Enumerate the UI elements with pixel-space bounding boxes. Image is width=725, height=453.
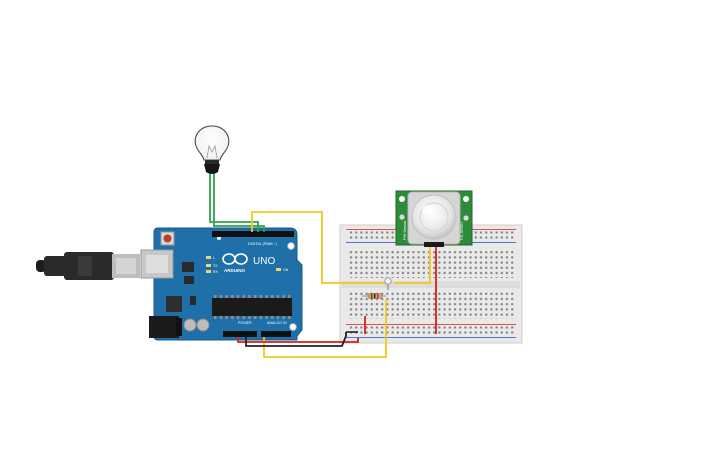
wire-yellow-pir-out[interactable] (394, 246, 431, 284)
reset-button[interactable] (160, 231, 175, 246)
pir-left-label: PIR Sensor (403, 220, 407, 240)
atmega-chip (212, 295, 292, 319)
wires (209, 170, 437, 358)
wire-yellow-led[interactable] (251, 211, 386, 284)
light-bulb-icon[interactable] (194, 125, 230, 174)
wire-green-bulb[interactable] (209, 170, 259, 232)
led-icon[interactable] (384, 277, 392, 290)
pir-sensor[interactable]: PIR Sensor HC-SR501 (395, 190, 473, 247)
arduino-uno-board[interactable]: L TX RX ON UNO ARDUINO DIGITAL (PWM ~) (140, 227, 303, 341)
led-label-l: L (213, 256, 215, 260)
board-brand: ARDUINO (224, 268, 245, 273)
usb-cable-icon[interactable] (36, 252, 140, 280)
wire-yellow-signal[interactable] (263, 300, 387, 358)
wire-black-gnd[interactable] (245, 332, 347, 347)
arduino-logo: UNO ARDUINO (222, 253, 275, 273)
resistor-icon[interactable] (362, 293, 386, 299)
pir-right-label: HC-SR501 (460, 222, 464, 240)
led-label-rx: RX (213, 270, 219, 274)
analog-header-label: ANALOG IN (267, 321, 287, 325)
status-leds: L TX RX ON (206, 256, 289, 274)
power-header-label: POWER (238, 321, 252, 325)
led-label-tx: TX (213, 264, 218, 268)
wire-red-5v[interactable] (237, 337, 359, 343)
board-model: UNO (253, 256, 275, 267)
wire-green-bulb-2[interactable] (213, 170, 265, 232)
digital-header-label: DIGITAL (PWM ~) (248, 242, 277, 246)
led-label-on: ON (283, 268, 289, 272)
